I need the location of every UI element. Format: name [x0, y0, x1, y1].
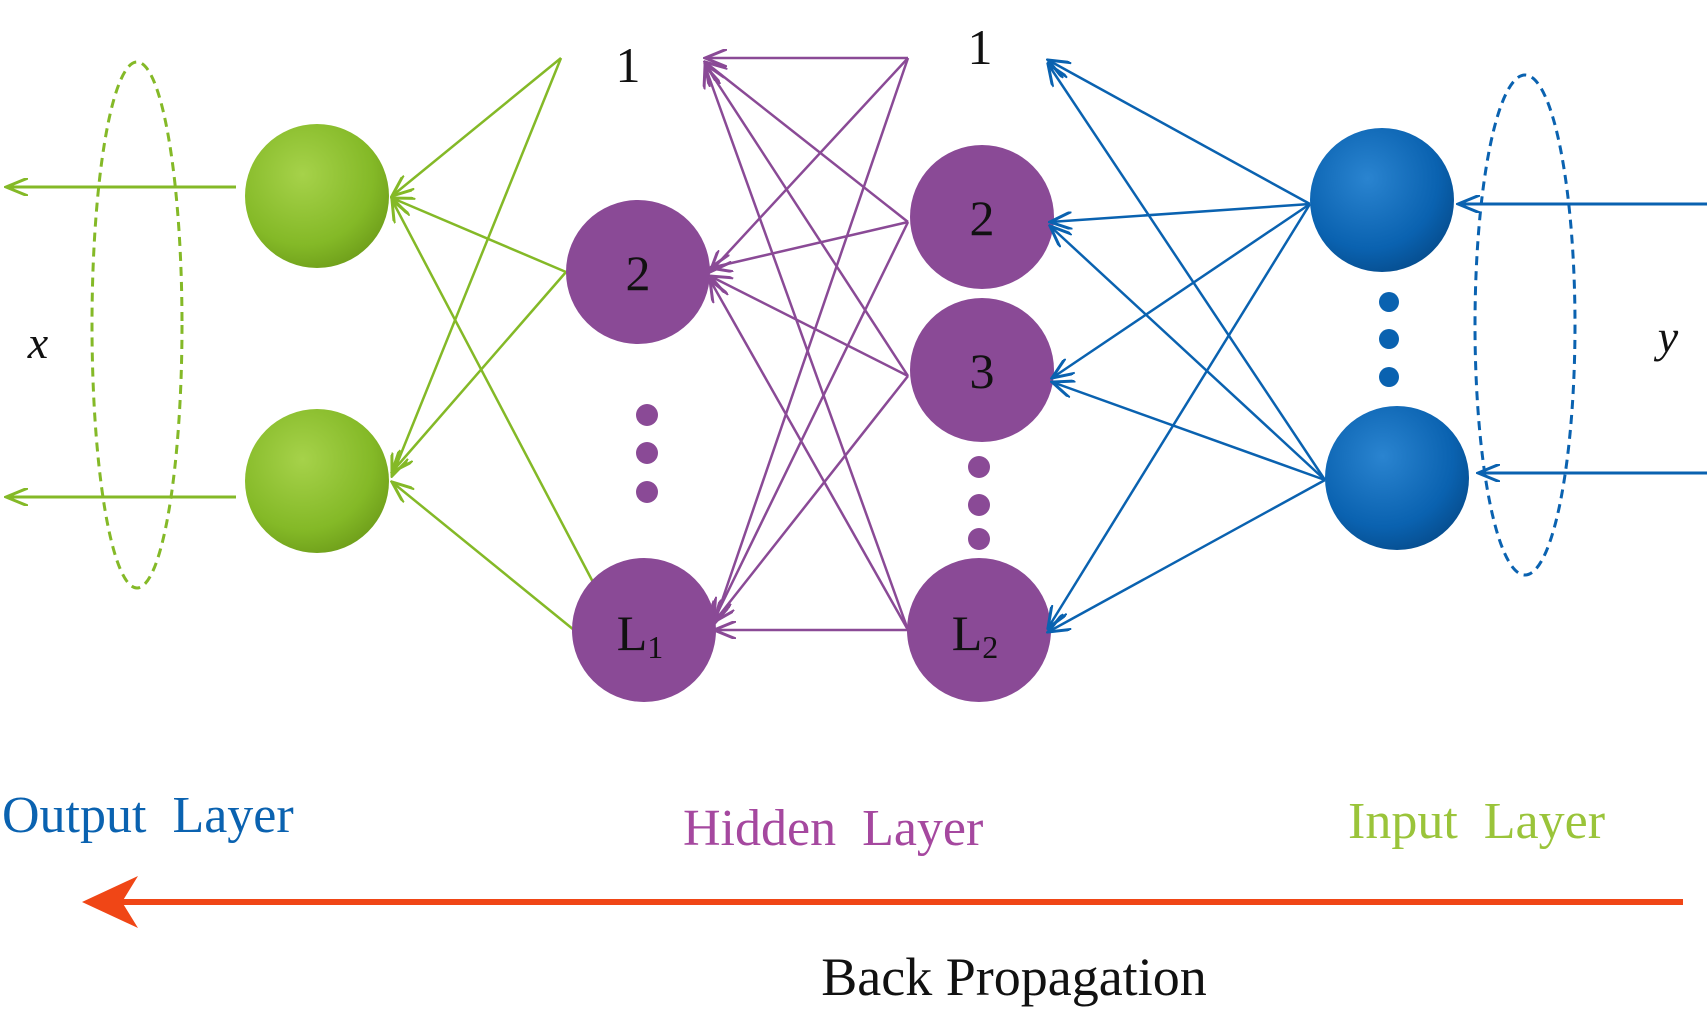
hidden1-node-2 — [566, 200, 710, 344]
edge-in2-h2bias — [1048, 64, 1327, 481]
hidden-layer-label: Hidden Layer — [683, 800, 983, 857]
hidden2-ellipsis-dot-2 — [968, 494, 990, 516]
hidden1-node-last-sub: 1 — [647, 629, 663, 665]
edge-h2n2-h1nL — [714, 221, 910, 620]
input-ellipsis-dot-1 — [1379, 292, 1399, 312]
input-group-ellipse — [1473, 73, 1577, 577]
edge-h2nL-h1bias — [705, 66, 910, 631]
edge-in2-h2n3 — [1052, 382, 1326, 482]
hidden2-bias-label: 1 — [968, 19, 993, 75]
edge-in1-h2nL — [1048, 203, 1312, 628]
edge-in1-h2bias — [1048, 60, 1311, 206]
hidden1-ellipsis-dot-1 — [636, 404, 658, 426]
hidden1-ellipsis-dot-3 — [636, 481, 658, 503]
input-layer-label: Input Layer — [1348, 793, 1605, 850]
hidden2-node-last-sub: 2 — [982, 629, 998, 665]
hidden1-node-last — [572, 558, 716, 702]
edge-h2bias-h1n2 — [710, 57, 909, 272]
hidden2-node-last — [907, 558, 1051, 702]
arrow-left-icon — [82, 876, 1683, 928]
input-ellipsis-dot-2 — [1379, 329, 1399, 349]
input-node-1 — [1310, 128, 1454, 272]
hidden2-node-last-base: L — [952, 605, 983, 661]
hidden2-ellipsis-dot-3 — [968, 528, 990, 550]
edge-h1n2-out2 — [392, 271, 567, 472]
hidden2-node-2 — [910, 145, 1054, 289]
output-group-ellipse — [90, 60, 184, 590]
hidden1-bias-label: 1 — [616, 37, 641, 93]
output-node-2 — [245, 409, 389, 553]
hidden2-node-3 — [910, 298, 1054, 442]
edge-h2n3-h1n2 — [710, 276, 909, 378]
edge-h1nL-out2 — [392, 482, 575, 631]
edge-h1nL-out1 — [392, 200, 596, 585]
input-ellipsis-dot-3 — [1379, 367, 1399, 387]
back-propagation-arrow-head — [82, 876, 138, 928]
edge-h2n3-h1bias — [705, 64, 910, 377]
hidden2-ellipsis-dot-1 — [968, 456, 990, 478]
edge-h2nL-h1n2 — [710, 280, 910, 631]
hidden2-node-2-label: 2 — [970, 190, 995, 246]
edge-in2-h2n2 — [1050, 226, 1326, 481]
output-variable-x: x — [27, 317, 49, 368]
output-layer-label: Output Layer — [2, 787, 294, 844]
hidden1-node-2-label: 2 — [626, 245, 651, 301]
hidden2-node-3-label: 3 — [970, 343, 995, 399]
hidden1-node-last-label: L1 — [617, 605, 664, 665]
output-layer-group — [6, 57, 596, 631]
hidden2-node-last-label: L2 — [952, 605, 999, 665]
edge-h1bias-out2 — [392, 57, 563, 476]
edge-h2n2-h1bias — [705, 62, 909, 223]
edge-h1n2-out1 — [392, 198, 567, 274]
edge-h2n2-h1n2 — [710, 220, 909, 268]
input-node-2 — [1325, 406, 1469, 550]
input-layer-group — [1048, 60, 1707, 632]
hidden1-ellipsis-dot-2 — [636, 442, 658, 464]
edge-h1bias-out1 — [392, 57, 562, 196]
output-node-1 — [245, 124, 389, 268]
edge-in1-h2n2 — [1050, 202, 1311, 222]
edge-h2n3-h1nL — [714, 375, 909, 622]
edge-in2-h2nL — [1048, 478, 1326, 632]
input-variable-y: y — [1654, 311, 1679, 362]
back-propagation-caption: Back Propagation — [821, 947, 1206, 1007]
edge-h2bias-h1nL — [714, 57, 910, 624]
hidden1-node-last-base: L — [617, 605, 648, 661]
hidden-layer-group: 1 2 L1 1 2 3 L2 — [566, 19, 1054, 702]
edge-in1-h2n3 — [1052, 202, 1311, 378]
